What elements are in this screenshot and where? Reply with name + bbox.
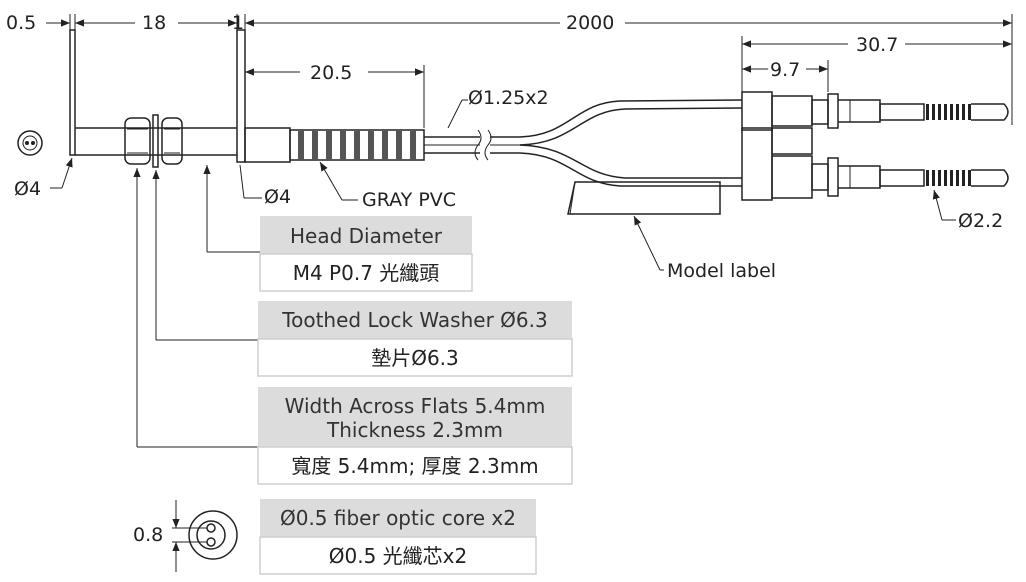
callout-lock-washer [257, 301, 573, 377]
dim-cable-diameter: Ø1.25x2 [468, 87, 549, 109]
model-label-tag [567, 181, 721, 215]
sensor-head [69, 29, 246, 168]
end-view-icon [17, 130, 43, 156]
dim-collar-thickness: 1 [232, 12, 244, 34]
callout-width-across-flats [257, 387, 573, 485]
cable [424, 99, 743, 187]
callout-leaders [133, 165, 260, 448]
callout-head-diameter-heading: Head Diameter [290, 224, 443, 248]
dim-connector-body: 9.7 [770, 59, 800, 81]
tip-diameter-leader [50, 157, 73, 189]
boot-dimension [245, 65, 425, 128]
callout-head-diameter [259, 216, 473, 292]
dim-cable-length: 2000 [566, 12, 614, 34]
fiber-core-end-view [172, 500, 238, 572]
connector-dimensions [741, 36, 1012, 92]
callout-width-across-flats-detail: 寬度 5.4mm; 厚度 2.3mm [291, 454, 538, 478]
callout-fiber-core-detail: Ø0.5 光纖芯x2 [329, 544, 467, 568]
callout-head-diameter-detail: M4 P0.7 光纖頭 [293, 261, 440, 285]
dim-thread-length: 18 [142, 12, 166, 34]
callout-lock-washer-heading: Toothed Lock Washer Ø6.3 [281, 308, 547, 332]
model-label-text: Model label [667, 260, 776, 282]
dim-core-spacing: 0.8 [133, 524, 163, 546]
callout-lock-washer-detail: 墊片Ø6.3 [371, 346, 459, 370]
cable-diameter-leader [447, 99, 468, 129]
model-label-leader [633, 215, 664, 271]
dim-plug-diameter: Ø2.2 [958, 210, 1003, 232]
cable-material-leader [319, 161, 358, 201]
dim-connector-length: 30.7 [856, 34, 898, 56]
callout-fiber-core-heading: Ø0.5 fiber optic core x2 [280, 506, 516, 530]
callout-thickness-heading: Thickness 2.3mm [326, 418, 503, 442]
collar-diameter-leader [239, 164, 262, 199]
cable-material-label: GRAY PVC [362, 189, 456, 211]
connector-lower [741, 127, 1009, 201]
dim-collar-diameter: Ø4 [264, 186, 291, 208]
dim-plate-thickness: 0.5 [6, 12, 36, 34]
callout-fiber-core [259, 499, 537, 575]
plug-diameter-leader [932, 189, 956, 221]
dim-tip-diameter: Ø4 [14, 178, 41, 200]
callout-width-across-flats-heading: Width Across Flats 5.4mm [285, 394, 546, 418]
cable-boot [244, 127, 425, 163]
dim-boot-length: 20.5 [310, 62, 352, 84]
connector-upper [741, 91, 1009, 131]
